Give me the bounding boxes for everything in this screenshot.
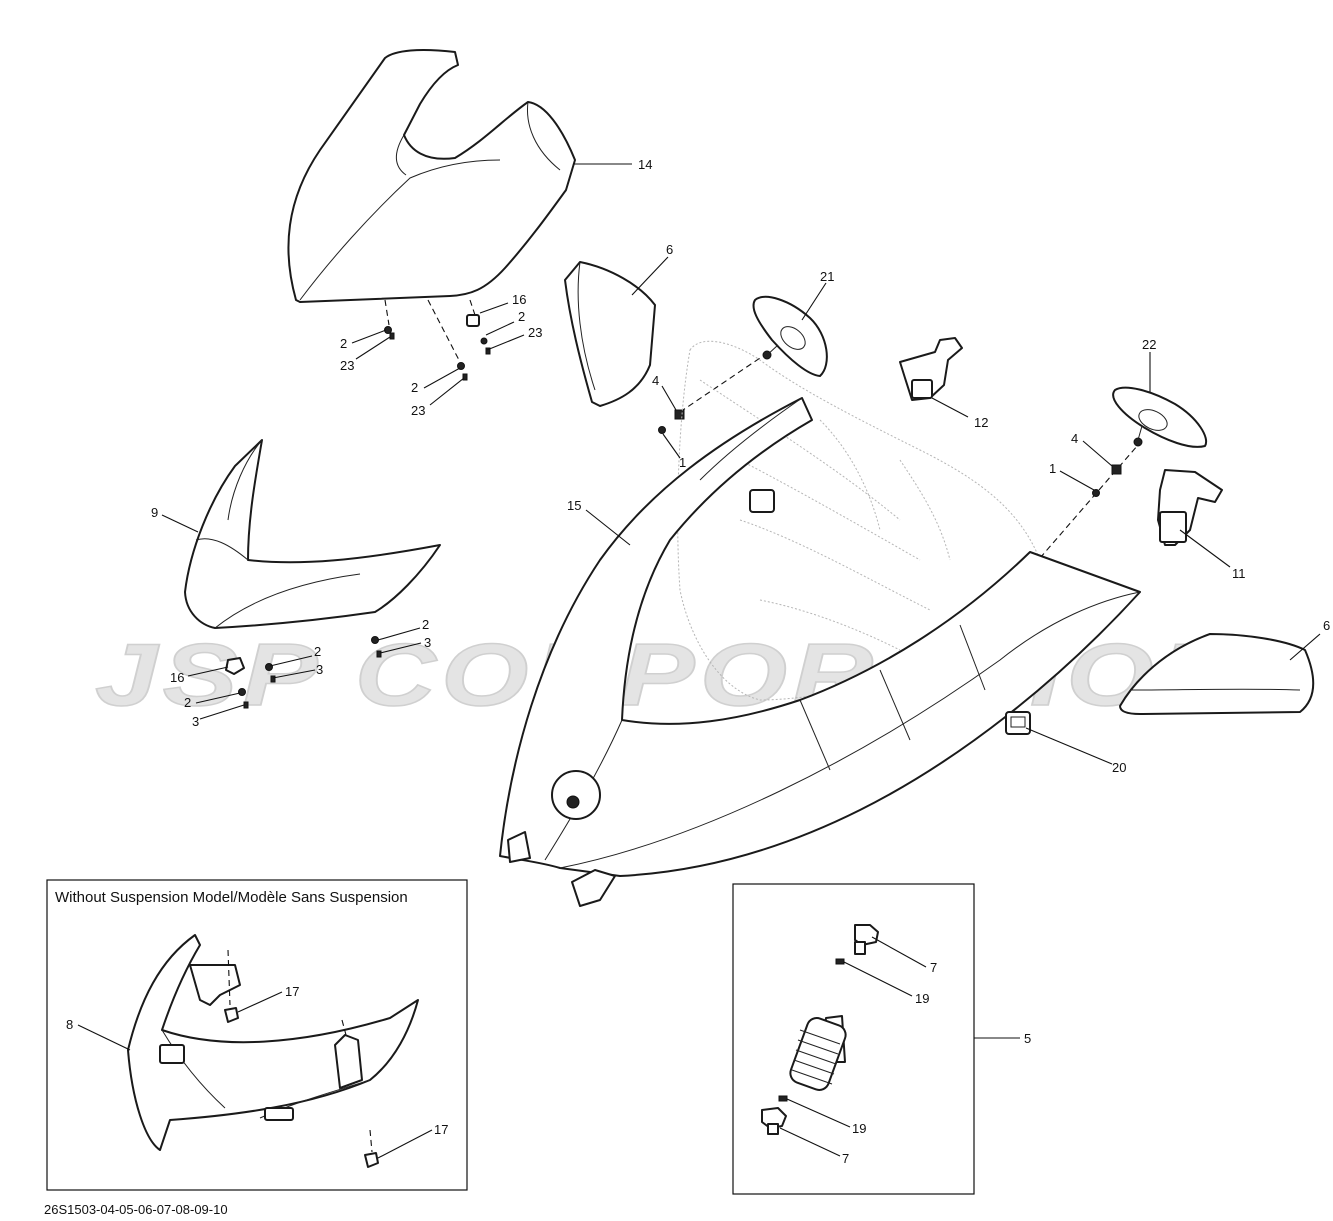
callout-22: 22 (1142, 337, 1156, 352)
callout-3: 3 (424, 635, 431, 650)
callout-16: 16 (512, 292, 526, 307)
callout-15: 15 (567, 498, 581, 513)
clip-fasteners-right (658, 357, 1139, 559)
part-15-hood[interactable] (499, 340, 1141, 907)
callout-2: 2 (340, 336, 347, 351)
callout-23: 23 (411, 403, 425, 418)
callout-11: 11 (1232, 566, 1246, 581)
callout-23: 23 (528, 325, 542, 340)
part-11-bracket[interactable] (1157, 469, 1223, 546)
callout-8: 8 (66, 1017, 73, 1032)
callout-2: 2 (184, 695, 191, 710)
callout-19: 19 (915, 991, 929, 1006)
callout-2: 2 (518, 309, 525, 324)
callout-6: 6 (1323, 618, 1330, 633)
callout-4: 4 (652, 373, 659, 388)
part-20-clip[interactable] (1005, 711, 1031, 735)
part-22-mirror[interactable] (1112, 386, 1208, 448)
fasteners-under-part-14 (384, 299, 491, 381)
inset-title: Without Suspension Model/Modèle Sans Sus… (55, 889, 408, 906)
callout-3: 3 (316, 662, 323, 677)
part-12-bracket[interactable] (899, 337, 963, 401)
callout-1: 1 (679, 455, 686, 470)
callout-2: 2 (422, 617, 429, 632)
callout-23: 23 (340, 358, 354, 373)
callout-19: 19 (852, 1121, 866, 1136)
callout-21: 21 (820, 269, 834, 284)
part-9-front-fascia[interactable] (184, 439, 441, 629)
callout-16: 16 (170, 670, 184, 685)
part-6-side-panel-lower[interactable] (1119, 633, 1315, 715)
part-5-shock-absorber[interactable] (761, 924, 879, 1135)
callout-9: 9 (151, 505, 158, 520)
fasteners-near-part-9 (225, 636, 382, 709)
callout-3: 3 (192, 714, 199, 729)
inset-without-suspension: Without Suspension Model/Modèle Sans Sus… (46, 879, 468, 1191)
callout-17: 17 (285, 984, 299, 999)
callout-1: 1 (1049, 461, 1056, 476)
callout-17: 17 (434, 1122, 448, 1137)
callout-5: 5 (1024, 1031, 1031, 1046)
diagram-code: 26S1503-04-05-06-07-08-09-10 (44, 1202, 228, 1217)
callout-2: 2 (411, 380, 418, 395)
part-8-front-fascia[interactable] (127, 934, 419, 1151)
part-21-mirror[interactable] (752, 295, 828, 377)
part-6-side-panel-upper[interactable] (564, 261, 656, 407)
callout-14: 14 (638, 157, 652, 172)
callout-4: 4 (1071, 431, 1078, 446)
callout-6: 6 (666, 242, 673, 257)
callout-7: 7 (842, 1151, 849, 1166)
inset-suspension-assembly (732, 883, 975, 1195)
part-14-upper-cover[interactable] (287, 49, 576, 303)
callout-7: 7 (930, 960, 937, 975)
callout-labels: 14 16 2 23 2 23 2 23 6 21 4 1 12 22 4 1 … (66, 157, 1330, 1166)
leader-lines (77, 163, 1321, 1159)
callout-20: 20 (1112, 760, 1126, 775)
callout-12: 12 (974, 415, 988, 430)
callout-2: 2 (314, 644, 321, 659)
